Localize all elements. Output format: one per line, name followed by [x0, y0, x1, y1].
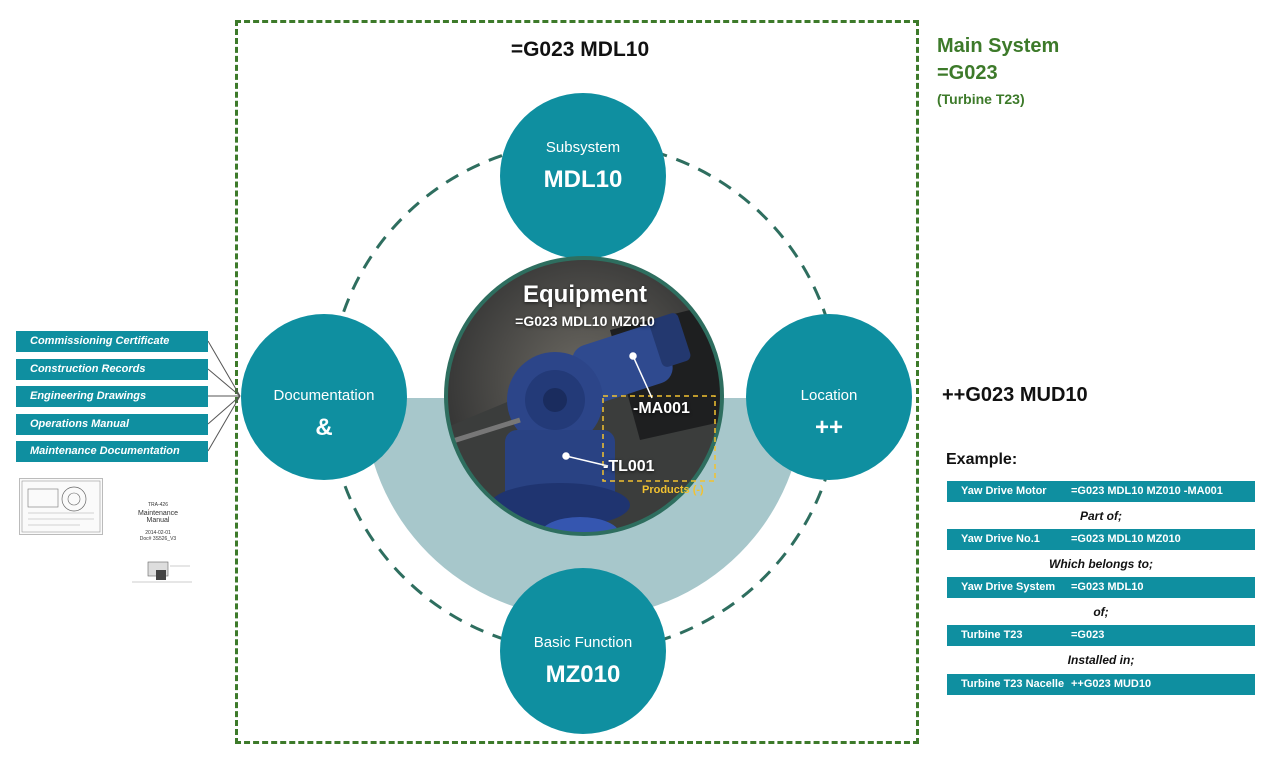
equipment-title: Equipment	[523, 281, 647, 308]
subsystem-heading: Subsystem	[545, 139, 621, 156]
example-connector: of;	[1093, 605, 1109, 619]
equipment-code: =G023 MDL10 MZ010	[515, 313, 655, 329]
manual-title-line2: Manual	[146, 517, 170, 524]
location-symbol: ++	[814, 414, 844, 441]
manual-doc-id: TRA-426	[147, 502, 168, 508]
system-code-title: =G023 MDL10	[510, 38, 650, 61]
products-label: Products (-)	[642, 484, 704, 496]
example-row-name: Yaw Drive System	[961, 581, 1056, 593]
example-row: Yaw Drive Motor =G023 MDL10 MZ010 -MA001	[947, 481, 1255, 502]
manual-ref: Doc# 3S526_V3	[139, 536, 177, 542]
doc-item-operations-manual[interactable]: Operations Manual	[16, 414, 208, 435]
doc-item-commissioning-certificate[interactable]: Commissioning Certificate	[16, 331, 208, 352]
main-system-frame	[235, 20, 919, 744]
drawing-thumbnail	[19, 478, 103, 535]
drawing-sketch-icon	[21, 480, 101, 533]
doc-item-engineering-drawings[interactable]: Engineering Drawings	[16, 386, 208, 407]
example-row: Yaw Drive System =G023 MDL10	[947, 577, 1255, 598]
basic-function-circle	[500, 568, 666, 734]
manual-date: 2014-02-01	[145, 530, 171, 536]
example-row-code: =G023	[1071, 629, 1105, 641]
documentation-label: Documentation &	[241, 387, 407, 442]
example-row-name: Turbine T23 Nacelle	[961, 678, 1065, 690]
tag-tl001: -TL001	[603, 458, 655, 475]
example-row-code: =G023 MDL10 MZ010 -MA001	[1071, 485, 1223, 497]
documentation-heading: Documentation	[273, 387, 375, 404]
subsystem-circle	[500, 93, 666, 259]
location-code: ++G023 MUD10	[942, 384, 1088, 406]
main-system-code: =G023	[937, 62, 998, 84]
doc-connector-lines	[207, 340, 241, 452]
main-system-name: (Turbine T23)	[937, 91, 1025, 107]
subsystem-label: Subsystem MDL10	[500, 139, 666, 194]
example-row-code: ++G023 MUD10	[1071, 678, 1152, 690]
basic-function-heading: Basic Function	[533, 634, 633, 651]
example-row-code: =G023 MDL10	[1071, 581, 1144, 593]
documentation-circle	[241, 314, 407, 480]
basic-function-label: Basic Function MZ010	[500, 634, 666, 689]
doc-item-maintenance-documentation[interactable]: Maintenance Documentation	[16, 441, 208, 462]
basic-function-code: MZ010	[545, 661, 621, 688]
location-heading: Location	[800, 387, 858, 404]
example-row-name: Yaw Drive Motor	[961, 485, 1047, 497]
doc-item-construction-records[interactable]: Construction Records	[16, 359, 208, 380]
example-row-name: Yaw Drive No.1	[961, 533, 1040, 545]
example-row: Yaw Drive No.1 =G023 MDL10 MZ010	[947, 529, 1255, 550]
location-label: Location ++	[746, 387, 912, 442]
equipment-circle-border	[444, 256, 724, 536]
manual-sketch-icon	[132, 561, 192, 583]
main-system-heading: Main System	[937, 35, 1060, 57]
location-circle	[746, 314, 912, 480]
example-row: Turbine T23 Nacelle ++G023 MUD10	[947, 674, 1255, 695]
example-row-name: Turbine T23	[961, 629, 1023, 641]
example-connector: Which belongs to;	[1049, 557, 1153, 571]
example-row-code: =G023 MDL10 MZ010	[1071, 533, 1181, 545]
manual-thumbnail: TRA-426 Maintenance Manual 2014-02-01 Do…	[128, 502, 188, 542]
callout-lines	[562, 352, 653, 467]
products-box	[602, 395, 716, 482]
tag-ma001: -MA001	[633, 400, 690, 417]
subsystem-code: MDL10	[543, 166, 623, 193]
example-connector: Installed in;	[1067, 653, 1135, 667]
example-row: Turbine T23 =G023	[947, 625, 1255, 646]
documentation-symbol: &	[315, 414, 333, 441]
example-title: Example:	[946, 451, 1018, 468]
example-connector: Part of;	[1080, 509, 1122, 523]
manual-title-line1: Maintenance	[137, 510, 179, 517]
main-system-label: Main System =G023 (Turbine T23)	[937, 35, 1059, 107]
